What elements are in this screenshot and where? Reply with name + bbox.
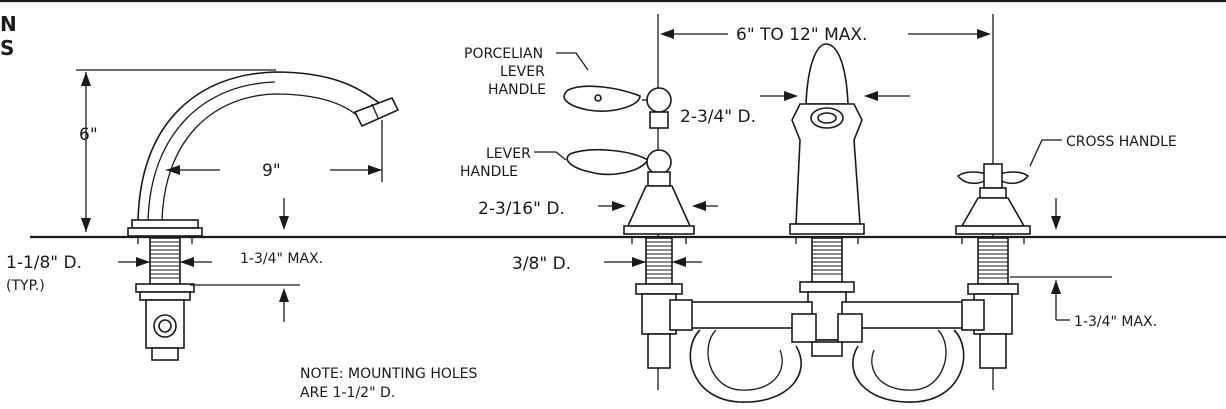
porcelain-label-line3: HANDLE	[488, 82, 546, 98]
header-line1: N	[0, 12, 17, 36]
porcelain-leader	[556, 52, 589, 71]
right-valve	[955, 163, 1031, 369]
spout-height-dim	[76, 69, 276, 232]
spout-max-label: 1-3/4" MAX.	[240, 251, 323, 267]
header-line2: S	[0, 36, 14, 60]
body-dia-dim	[760, 91, 910, 101]
handle-base-dim	[598, 201, 718, 211]
left-valve	[566, 148, 695, 369]
spout-drawing	[127, 71, 400, 361]
shank-dia-dim	[118, 257, 212, 267]
right-max-label: 1-3/4" MAX.	[1074, 314, 1157, 330]
shank-dia-label-line1: 1-1/8" D.	[6, 253, 82, 273]
lever-leader	[534, 151, 567, 161]
note-line1: NOTE: MOUNTING HOLES	[300, 366, 478, 382]
porcelain-lever-handle	[563, 85, 672, 129]
cross-handle-label: CROSS HANDLE	[1066, 134, 1177, 150]
lever-label-line2: HANDLE	[460, 164, 518, 180]
shank-dia-label-line2: (TYP.)	[6, 278, 45, 294]
spout-reach-dim	[166, 120, 383, 182]
cross-handle-leader	[1029, 139, 1062, 167]
spout-reach-label: 9"	[262, 161, 281, 181]
body-dia-label: 2-3/4" D.	[680, 107, 756, 127]
lever-label-line1: LEVER	[486, 146, 531, 162]
porcelain-label-line1: PORCELIAN	[464, 46, 543, 62]
right-max-dim	[1010, 198, 1112, 321]
stem-dia-label: 3/8" D.	[512, 254, 571, 274]
spout-height-label: 6"	[79, 125, 98, 145]
porcelain-label-line2: LEVER	[500, 64, 545, 80]
spread-label: 6" TO 12" MAX.	[736, 25, 867, 45]
connecting-hoses	[669, 299, 985, 403]
spout-max-dim	[190, 198, 300, 322]
handle-base-label: 2-3/16" D.	[478, 199, 565, 219]
note-line2: ARE 1-1/2" D.	[300, 385, 395, 401]
stem-dia-dim	[604, 257, 702, 267]
center-spout	[789, 43, 865, 355]
